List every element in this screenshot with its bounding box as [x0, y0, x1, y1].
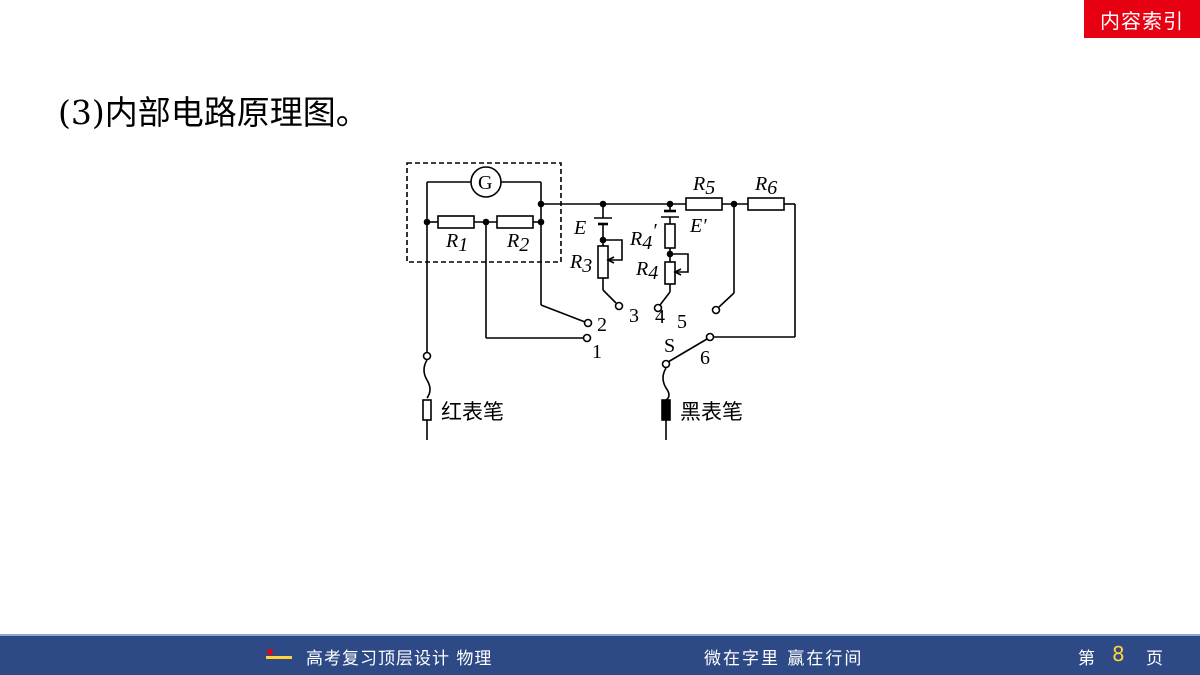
page-heading: (3)内部电路原理图。 — [58, 93, 369, 132]
resistor-r1 — [437, 215, 475, 229]
footer-motto: 微在字里 赢在行间 — [704, 649, 864, 669]
svg-text:R3: R3 — [569, 251, 592, 277]
resistor-r2 — [496, 215, 534, 229]
resistor-r4 — [664, 261, 676, 285]
battery-eprime-label: E′ — [689, 215, 707, 237]
content-index-button[interactable]: 内容索引 — [1084, 0, 1200, 38]
svg-text:R1: R1 — [445, 230, 468, 256]
terminal-1-label: 1 — [592, 341, 602, 363]
svg-text:R6: R6 — [754, 173, 777, 199]
footer-bar: 高考复习顶层设计 物理 微在字里 赢在行间 第 8 页 — [0, 634, 1200, 675]
black-probe-plug — [661, 399, 671, 421]
svg-text:R4′: R4′ — [629, 220, 657, 254]
resistor-r4-prime — [664, 223, 676, 249]
resistor-r5 — [685, 197, 723, 211]
galvanometer-box — [406, 162, 562, 263]
battery-e-label: E — [573, 217, 586, 239]
course-title: 高考复习顶层设计 物理 — [306, 649, 493, 669]
red-probe-plug — [422, 399, 432, 421]
svg-text:R2: R2 — [506, 230, 529, 256]
terminal-5-label: 5 — [677, 311, 687, 333]
red-probe-label: 红表笔 — [441, 400, 504, 424]
terminal-3-label: 3 — [629, 305, 639, 327]
svg-text:R5: R5 — [692, 173, 715, 199]
terminal-6-label: 6 — [700, 347, 710, 369]
terminal-2-label: 2 — [597, 314, 607, 336]
resistor-r6 — [747, 197, 785, 211]
page-suffix: 页 — [1146, 649, 1163, 669]
switch-label: S — [664, 335, 675, 357]
resistor-r3 — [597, 245, 609, 279]
galvanometer-label: G — [478, 172, 492, 194]
black-probe-label: 黑表笔 — [680, 400, 743, 424]
publisher-logo-icon — [266, 649, 292, 659]
footer-divider — [0, 634, 1200, 636]
page-number: 8 — [1112, 642, 1125, 666]
page-prefix: 第 — [1078, 649, 1095, 669]
circuit-diagram: G R1 R2 R3 R4′ R4 R5 R6 E E′ S 1 2 3 4 5… — [380, 150, 820, 454]
svg-text:R4: R4 — [635, 258, 658, 284]
terminal-4-label: 4 — [655, 306, 665, 328]
